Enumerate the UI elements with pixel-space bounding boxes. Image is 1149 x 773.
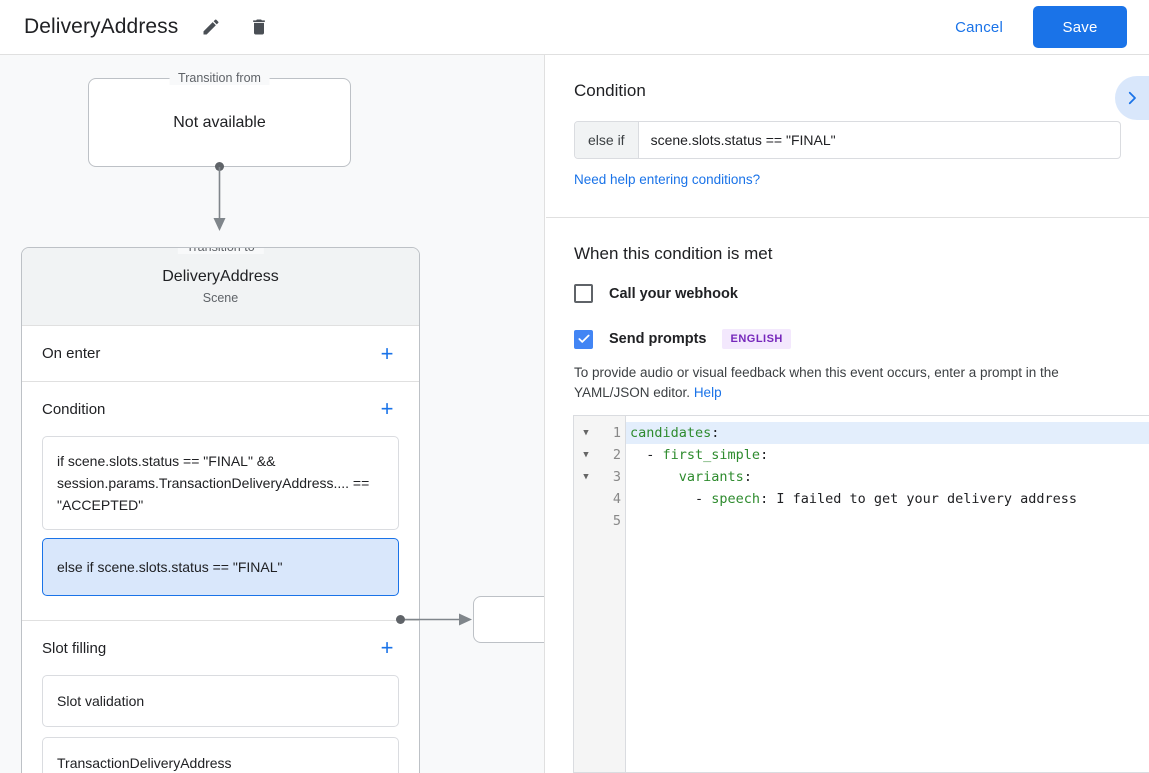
editor-line-number: 3 [612, 469, 621, 485]
chevron-right-icon[interactable] [1115, 76, 1149, 120]
section-on-enter: On enter + [22, 326, 419, 382]
editor-code-line[interactable]: variants: [678, 469, 752, 485]
send-prompts-label: Send prompts [609, 331, 707, 347]
prompts-helper-sentence: To provide audio or visual feedback when… [574, 365, 1059, 400]
transition-to-name: DeliveryAddress [162, 268, 279, 285]
condition-out-dot [396, 615, 405, 624]
call-webhook-checkbox[interactable] [574, 284, 593, 303]
trash-icon[interactable] [244, 12, 274, 42]
save-button[interactable]: Save [1033, 6, 1127, 48]
add-slot-button[interactable]: + [380, 635, 394, 660]
editor-code-line[interactable]: candidates: [626, 422, 1149, 444]
add-on-enter-button[interactable]: + [380, 340, 394, 366]
send-prompts-row[interactable]: Send prompts ENGLISH [574, 329, 1121, 349]
section-title-on-enter: On enter [42, 345, 101, 362]
call-webhook-label: Call your webhook [609, 285, 738, 302]
transition-from-legend: Transition from [169, 71, 270, 85]
condition-prefix-label: else if [575, 122, 639, 158]
yaml-editor[interactable]: ▼ ▼ ▼ 1 2 3 4 5 candidates: - first_simple: va… [573, 415, 1149, 773]
editor-code-area[interactable]: candidates: - first_simple: variants: - … [626, 416, 1149, 772]
call-webhook-row[interactable]: Call your webhook [574, 284, 1121, 303]
page-title: DeliveryAddress [24, 15, 179, 38]
slot-item-transaction-delivery-address[interactable]: TransactionDeliveryAddress [42, 737, 399, 773]
app-header: DeliveryAddress Cancel Save [0, 0, 1149, 55]
prompts-helper-text: To provide audio or visual feedback when… [574, 363, 1121, 403]
condition-heading: Condition [574, 81, 646, 100]
transition-from-title: Not available [173, 113, 266, 131]
editor-fold-gutter[interactable]: ▼ ▼ ▼ [574, 416, 598, 772]
main-body: Transition from Not available Transition… [0, 55, 1149, 773]
prompts-help-link[interactable]: Help [693, 385, 722, 400]
send-prompts-checkbox[interactable] [574, 329, 593, 349]
section-title-condition: Condition [42, 400, 106, 418]
transition-to-subtitle: Scene [202, 291, 239, 305]
editor-fold-toggle [574, 510, 598, 532]
editor-code-line[interactable]: - speech: I failed to get your delivery … [630, 491, 1078, 507]
editor-fold-toggle[interactable]: ▼ [583, 450, 589, 460]
details-pane: Condition else if scene.slots.status == … [546, 55, 1149, 773]
editor-fold-toggle [574, 488, 598, 510]
section-condition: Condition + if scene.slots.status == "FI… [22, 382, 419, 621]
condition-block: Condition else if scene.slots.status == … [546, 55, 1149, 217]
condition-input-row[interactable]: else if scene.slots.status == "FINAL" [574, 121, 1121, 159]
transition-to-node: Transition to DeliveryAddress Scene On e… [21, 247, 420, 773]
section-slot-filling: Slot filling + Slot validation Transacti… [22, 621, 419, 773]
editor-line-number: 4 [612, 491, 621, 507]
scene-graph-pane: Transition from Not available Transition… [0, 55, 545, 773]
when-condition-met-heading: When this condition is met [574, 244, 773, 263]
condition-item[interactable]: if scene.slots.status == "FINAL" && sess… [42, 436, 399, 530]
editor-line-numbers: 1 2 3 4 5 [598, 416, 626, 772]
editor-line-number: 1 [612, 425, 621, 441]
transition-to-legend: Transition to [177, 248, 264, 254]
transition-from-node[interactable]: Transition from Not available [88, 71, 351, 167]
section-title-slot-filling: Slot filling [42, 639, 107, 657]
editor-code-line[interactable]: - first_simple: [630, 447, 769, 463]
slot-item-validation[interactable]: Slot validation [42, 675, 399, 727]
condition-expression-input[interactable]: scene.slots.status == "FINAL" [650, 132, 836, 148]
editor-code-line[interactable] [626, 510, 1149, 532]
editor-line-number: 2 [612, 447, 621, 463]
transition-to-header[interactable]: DeliveryAddress Scene [22, 248, 419, 326]
edge-start-dot [215, 162, 224, 171]
section-divider [546, 217, 1149, 218]
condition-item-selected[interactable]: else if scene.slots.status == "FINAL" [42, 538, 399, 596]
cancel-button[interactable]: Cancel [943, 11, 1015, 44]
editor-line-number: 5 [612, 513, 621, 529]
language-badge: ENGLISH [722, 329, 791, 349]
target-node-stub[interactable] [473, 596, 544, 643]
add-condition-button[interactable]: + [380, 396, 394, 421]
pencil-icon[interactable] [196, 12, 226, 42]
condition-help-link[interactable]: Need help entering conditions? [574, 172, 761, 187]
editor-fold-toggle[interactable]: ▼ [583, 428, 589, 438]
editor-fold-toggle[interactable]: ▼ [583, 472, 589, 482]
